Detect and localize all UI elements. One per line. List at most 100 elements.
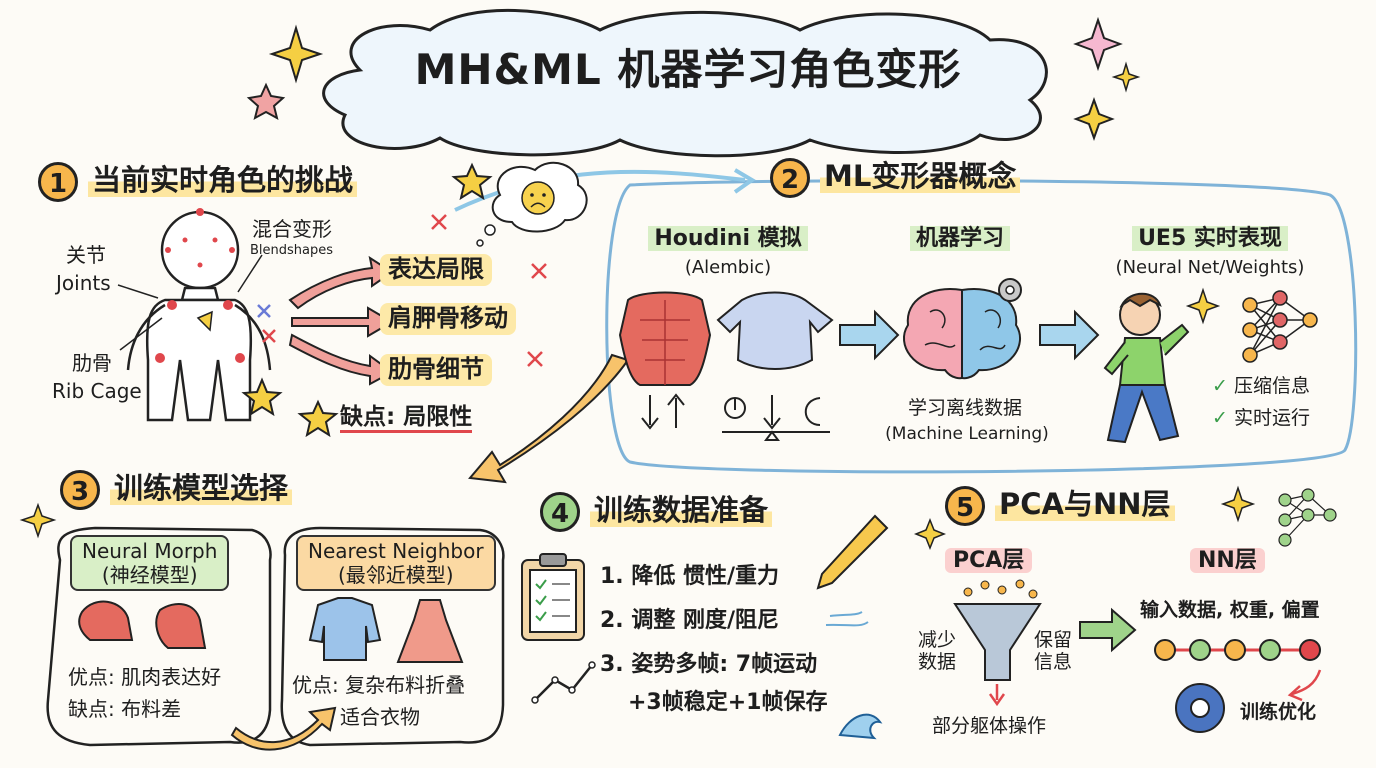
issue-item: 表达局限 (380, 254, 492, 286)
clipboard-icon (521, 553, 585, 641)
funnel-icon (953, 603, 1042, 681)
section4-number: 4 (540, 492, 580, 532)
prep-item: 1. 降低 惯性/重力 (600, 564, 780, 589)
section2-title: ML变形器概念 (820, 159, 1021, 193)
section4-title: 训练数据准备 (590, 493, 773, 527)
houdini-sub: (Alembic) (684, 257, 772, 278)
arrow-s2-s3 (468, 353, 630, 484)
section3-heading: 3 训练模型选择 (60, 470, 293, 510)
nearest-neighbor-title: Nearest Neighbor (308, 539, 484, 563)
pca-keep: 保留 信息 (1033, 629, 1072, 673)
nn-chain (1154, 639, 1321, 661)
arrow-s3 (230, 706, 337, 751)
cross-icon (262, 214, 547, 367)
pca-label: PCA层 (945, 548, 1033, 574)
runner-character-icon (1103, 292, 1190, 444)
nn-train-opt: 训练优化 (1240, 701, 1317, 723)
prep-item: 2. 调整 刚度/阻尼 (600, 608, 780, 633)
check-text: 实时运行 (1233, 407, 1310, 429)
section1-number: 1 (38, 162, 78, 202)
star-icon (297, 399, 339, 438)
sparkle-icon (1111, 61, 1141, 93)
wave-icon (838, 713, 883, 740)
section1-conclusion: 缺点: 局限性 (340, 404, 473, 434)
ml-title-text: 机器学习 (909, 226, 1010, 251)
check-icon: ✓ (1212, 375, 1228, 397)
section3-title: 训练模型选择 (110, 471, 293, 505)
cloth-icon (716, 291, 834, 370)
sparkle-icon (913, 517, 947, 551)
rib-mark (196, 310, 213, 332)
section3-number: 3 (60, 470, 100, 510)
label-rib-en: Rib Cage (52, 379, 142, 403)
neural-morph-cons: 缺点: 布料差 (68, 697, 182, 721)
label-joints-zh: 关节 (66, 243, 106, 267)
houdini-title: Houdini 模拟 (628, 226, 828, 251)
sim-tool-icons (641, 393, 830, 441)
star-icon (19, 502, 57, 539)
check-icon: ✓ (1212, 407, 1228, 429)
section1-heading: 1 当前实时角色的挑战 (38, 162, 358, 202)
flow-arrow (1039, 309, 1100, 361)
section5-number: 5 (945, 486, 985, 526)
flow-arrow (1079, 607, 1137, 653)
star-icon (246, 82, 286, 120)
label-blend-zh: 混合变形 (252, 217, 332, 241)
pca-reduce: 减少 数据 (917, 629, 956, 673)
wind-icon (825, 611, 869, 627)
flow-arrow (839, 309, 900, 361)
neural-morph-pros: 优点: 肌肉表达好 (68, 665, 222, 689)
section1-title: 当前实时角色的挑战 (88, 163, 358, 197)
star-icon (241, 377, 283, 417)
issue-arrows (288, 255, 394, 386)
trend-chart-icon (534, 664, 593, 701)
prep-item: 3. 姿势多帧: 7帧运动 (600, 652, 818, 677)
neural-morph-title: Neural Morph (82, 539, 218, 563)
neural-morph-frame (46, 526, 272, 747)
nearest-neighbor-tag: Nearest Neighbor (最邻近模型) (296, 535, 496, 591)
neural-net-icon (1242, 290, 1318, 363)
label-rib-zh: 肋骨 (72, 351, 112, 375)
star-icon (451, 162, 493, 201)
sparkle-icon (1073, 16, 1123, 72)
title-cloud (322, 8, 1048, 158)
section5-title: PCA与NN层 (995, 487, 1175, 521)
nn-input: 输入数据, 权重, 偏置 (1140, 599, 1320, 621)
ue5-sub: (Neural Net/Weights) (1115, 257, 1305, 278)
issue-item: 肋骨细节 (380, 354, 492, 386)
section4-heading: 4 训练数据准备 (540, 492, 773, 532)
ml-caption-en: (Machine Learning) (885, 424, 1049, 444)
neural-net-icon (1278, 488, 1337, 547)
body-figure (126, 210, 272, 422)
sparkle-icon (1185, 287, 1221, 325)
label-blend-en: Blendshapes (250, 243, 334, 258)
ml-title: 机器学习 (880, 226, 1040, 251)
pencil-icon (816, 514, 889, 590)
joint-dots (155, 208, 245, 363)
ml-caption: 学习离线数据 (907, 397, 1022, 419)
muscle-torso-icon (618, 291, 712, 386)
ue5-title: UE5 实时表现 (1090, 226, 1330, 251)
cross-icon (257, 304, 271, 318)
nearest-neighbor-fit: 适合衣物 (340, 705, 420, 729)
houdini-title-text: Houdini 模拟 (648, 226, 808, 251)
section5-heading: 5 PCA与NN层 (945, 486, 1175, 526)
check-item: ✓ 实时运行 (1212, 407, 1310, 430)
check-item: ✓ 压缩信息 (1212, 375, 1310, 398)
pca-partial: 部分躯体操作 (932, 715, 1047, 737)
nearest-neighbor-sub: (最邻近模型) (337, 563, 454, 587)
muscle-icon (78, 600, 207, 649)
arrow-s1-s2 (454, 169, 746, 212)
neural-morph-sub: (神经模型) (101, 563, 198, 587)
sparkle-icon (268, 24, 324, 84)
nearest-neighbor-frame (280, 526, 505, 747)
page-title: MH&ML 机器学习角色变形 (414, 45, 962, 94)
worried-face-icon (521, 181, 555, 215)
clothes-icon (308, 597, 464, 663)
check-text: 压缩信息 (1233, 375, 1310, 397)
sparkle-icon (1220, 485, 1256, 523)
ue5-title-text: UE5 实时表现 (1132, 226, 1288, 251)
